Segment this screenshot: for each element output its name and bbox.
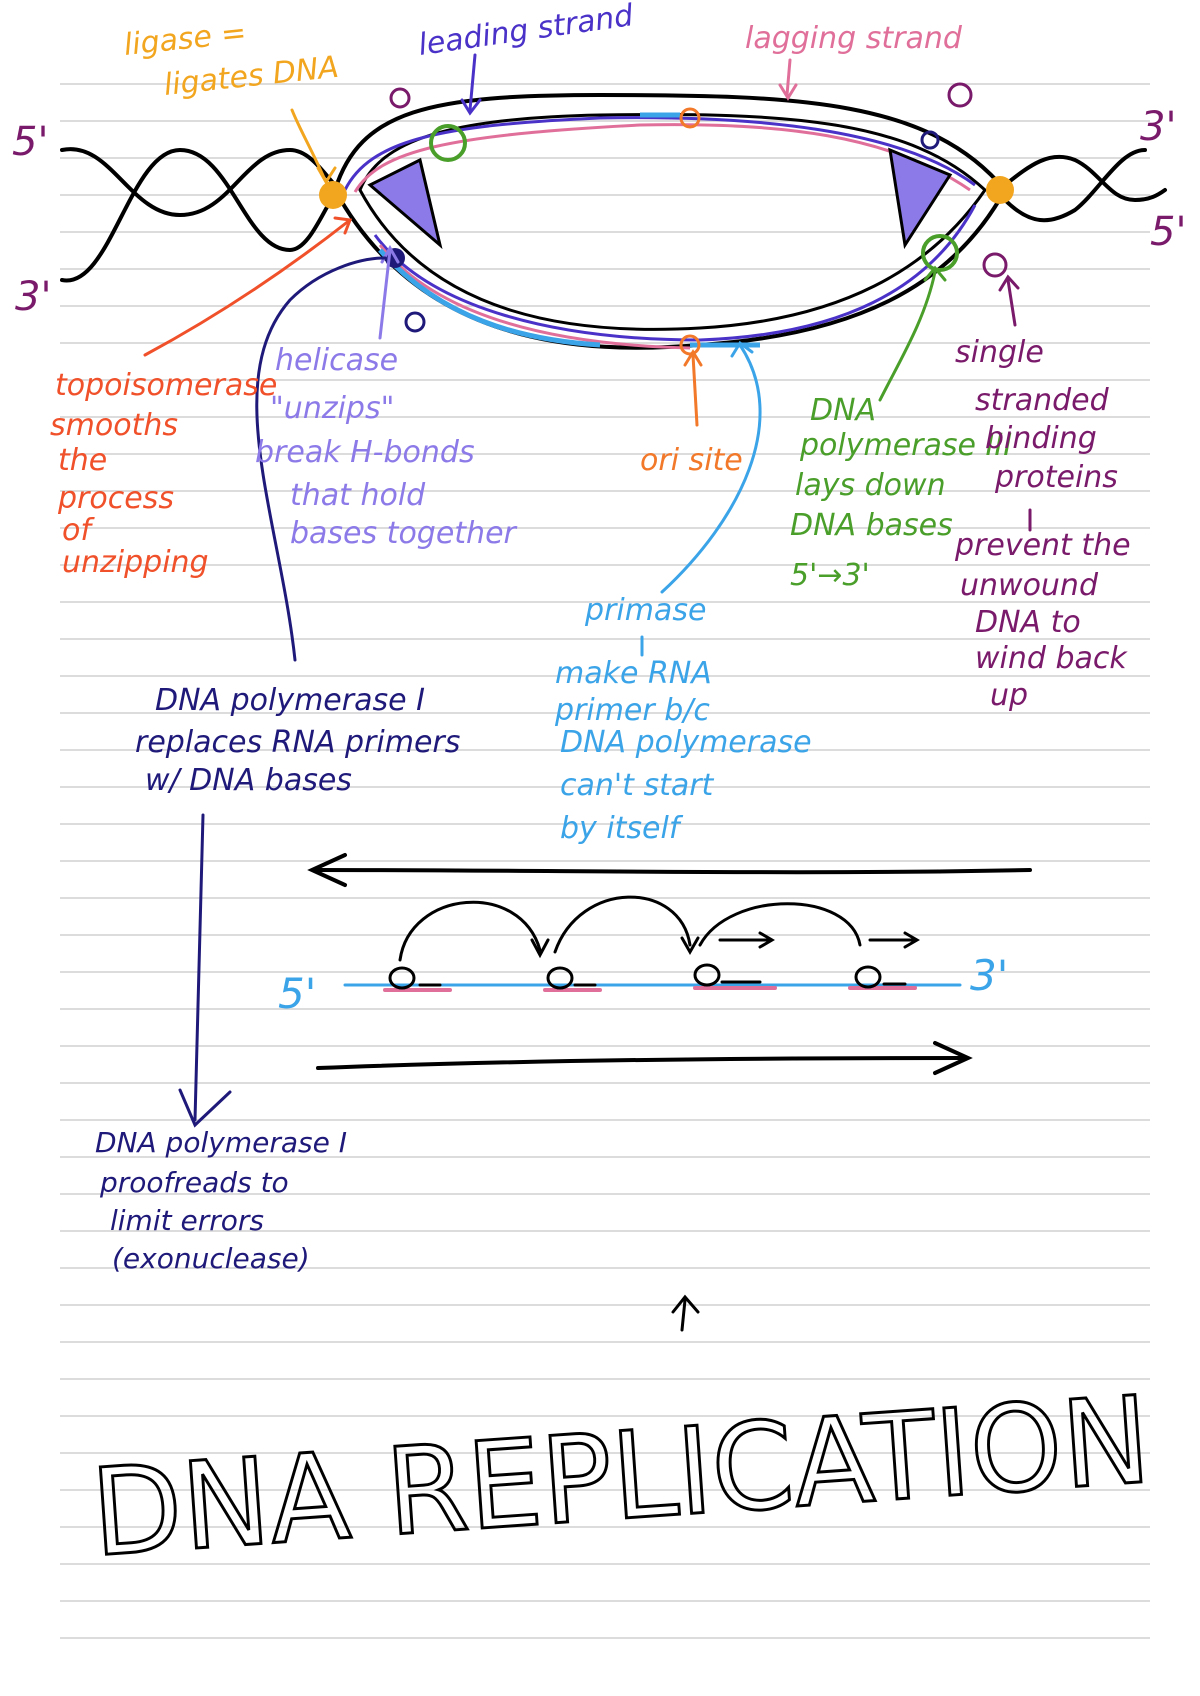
pol1-down-arrow — [193, 813, 205, 1122]
ligase-label-1: ligase = — [122, 15, 248, 63]
helicase-right-shape — [888, 147, 953, 250]
pol3-label-4: DNA bases — [790, 508, 953, 543]
helicase-arrow — [378, 248, 392, 340]
bottom-strand-arrow — [316, 1056, 967, 1070]
pol3-label-3: lays down — [795, 468, 946, 503]
ssb-label-8: wind back — [975, 641, 1128, 676]
pol1b-label-4: (exonuclease) — [112, 1242, 310, 1275]
polymerase-iii-right — [921, 234, 959, 272]
ori-site-label: ori site — [640, 443, 743, 478]
ssb-label-4: proteins — [994, 460, 1118, 495]
topo-label-1: topoisomerase — [55, 368, 277, 403]
primase-label-5: can't start — [560, 768, 715, 803]
primer-bottom — [378, 248, 760, 348]
pol1-arrow — [255, 256, 387, 662]
lagging-strand-label: lagging strand — [745, 21, 963, 56]
helicase-label-4: that hold — [290, 478, 426, 513]
helicase-label-2: "unzips" — [270, 391, 394, 426]
leading-strand-bottom — [373, 204, 977, 342]
pol1b-label-1: DNA polymerase I — [95, 1126, 347, 1159]
pol3-label-5: 5'→3' — [790, 558, 870, 593]
okazaki-diagram — [307, 853, 1032, 1075]
helicase-label-3: break H-bonds — [255, 435, 475, 470]
ssb-proteins — [389, 82, 1008, 333]
leading-strand-label: leading strand — [416, 0, 636, 63]
helicase-left-shape — [367, 157, 443, 250]
end-5-top-left: 5' — [12, 119, 48, 165]
ssb-label-1: single — [955, 335, 1044, 370]
top-strand-arrow — [313, 868, 1032, 875]
ori-top — [679, 107, 701, 129]
end-3-bottom-left: 3' — [15, 274, 51, 320]
pol1-label-1: DNA polymerase I — [155, 683, 425, 718]
leading-arrow — [468, 53, 477, 112]
topoisomerase-arrow — [143, 218, 352, 357]
topo-label-5: of — [62, 513, 95, 548]
fragment-5-label: 5' — [278, 969, 316, 1018]
ori-arrow — [691, 353, 699, 427]
helicase-label-5: bases together — [290, 516, 518, 551]
ligase-dot-right — [986, 176, 1014, 204]
pol3-label-1: DNA — [810, 393, 876, 428]
ssb-label-7: DNA to — [975, 605, 1081, 640]
lagging-strand-bottom — [378, 244, 691, 350]
topo-label-6: unzipping — [62, 545, 209, 580]
ligase-label-2: ligates DNA — [162, 50, 340, 103]
page-title: DNA REPLICATION — [87, 1371, 1154, 1584]
leading-strand-top — [343, 116, 976, 191]
ssb-label-2: stranded — [975, 383, 1110, 418]
primase-label-2: make RNA — [555, 656, 712, 691]
primase-label-3: primer b/c — [554, 693, 710, 728]
end-5-bottom-right: 5' — [1150, 209, 1186, 255]
replication-bubble-inner — [358, 112, 987, 331]
primase-label-1: primase — [584, 593, 706, 628]
title-up-arrow — [680, 1298, 687, 1332]
pol1b-label-2: proofreads to — [99, 1166, 289, 1199]
ssb-label-9: up — [990, 678, 1028, 713]
right-double-helix — [1003, 148, 1167, 223]
fragment-3-label: 3' — [970, 951, 1008, 1000]
lagging-strand-top — [353, 123, 971, 193]
topo-label-3: the — [58, 443, 107, 478]
ssb-label-3: binding — [985, 421, 1097, 456]
end-3-top-right: 3' — [1140, 104, 1176, 150]
ssb-arrow — [1006, 278, 1017, 327]
ssb-label-5: prevent the — [954, 528, 1131, 563]
topo-label-4: process — [57, 481, 174, 516]
left-double-helix — [60, 147, 337, 283]
primase-label-4: DNA polymerase — [560, 725, 812, 760]
pol1b-label-3: limit errors — [110, 1204, 264, 1237]
pol1-label-3: w/ DNA bases — [145, 763, 352, 798]
pol3-label-2: polymerase III — [799, 428, 1012, 463]
primase-arrow — [660, 343, 762, 594]
topo-label-2: smooths — [50, 408, 178, 443]
pol1-label-2: replaces RNA primers — [135, 725, 460, 760]
polymerase-iii-left — [429, 124, 467, 162]
ori-bottom — [679, 334, 701, 356]
primase-label-6: by itself — [560, 811, 684, 846]
pol3-arrow — [878, 270, 937, 402]
ssb-label-6: unwound — [960, 568, 1099, 603]
helicase-label-1: helicase — [275, 343, 398, 378]
lagging-arrow — [785, 58, 792, 97]
ligase-dot-left — [319, 181, 347, 209]
